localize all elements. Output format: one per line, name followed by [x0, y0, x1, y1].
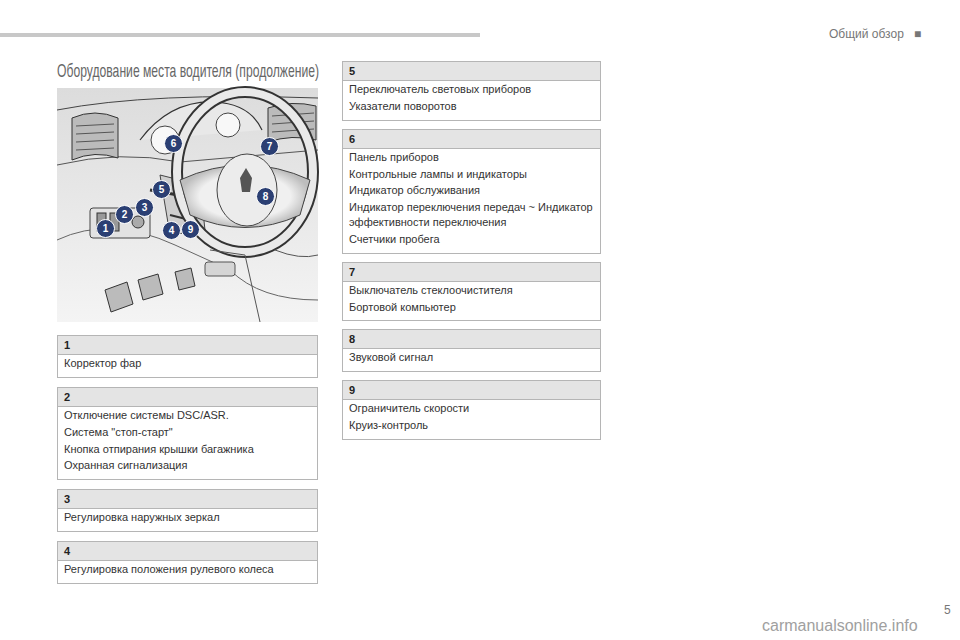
- box-number: 1: [58, 336, 317, 355]
- box-text: Указатели поворотов: [343, 98, 600, 120]
- box-text: Индикатор обслуживания: [343, 182, 600, 199]
- box-number: 6: [343, 130, 600, 149]
- box-text: Выключатель стеклоочистителя: [343, 282, 600, 299]
- info-box: 9Ограничитель скоростиКруиз-контроль: [342, 380, 601, 440]
- callout-number: 7: [260, 137, 279, 156]
- info-box: 7Выключатель стеклоочистителяБортовой ко…: [342, 262, 601, 322]
- box-text: Контрольные лампы и индикаторы: [343, 166, 600, 183]
- box-number: 8: [343, 330, 600, 349]
- box-text: Бортовой компьютер: [343, 299, 600, 321]
- callout-number: 1: [96, 219, 115, 238]
- box-text: Корректор фар: [58, 355, 317, 377]
- info-box: 3Регулировка наружных зеркал: [57, 489, 318, 532]
- section-header: ■: [914, 27, 921, 41]
- info-box: 4Регулировка положения рулевого колеса: [57, 541, 318, 584]
- dashboard-illustration: [57, 88, 318, 322]
- box-number: 5: [343, 62, 600, 81]
- info-box: 1Корректор фар: [57, 335, 318, 378]
- info-box: 6Панель приборовКонтрольные лампы и инди…: [342, 129, 601, 254]
- page-number: 5: [944, 603, 951, 617]
- box-number: 7: [343, 263, 600, 282]
- section-header: Общий обзор: [829, 27, 904, 41]
- callout-number: 2: [115, 205, 134, 224]
- info-box: 8Звуковой сигнал: [342, 329, 601, 372]
- box-text: Кнопка отпирания крышки багажника: [58, 441, 317, 458]
- box-number: 2: [58, 388, 317, 407]
- watermark: carmanualsonline.info: [762, 617, 918, 635]
- callout-number: 8: [256, 187, 275, 206]
- callout-number: 3: [135, 198, 154, 217]
- box-text: Счетчики пробега: [343, 231, 600, 253]
- box-text: Переключатель световых приборов: [343, 81, 600, 98]
- box-text: Звуковой сигнал: [343, 349, 600, 371]
- callout-number: 5: [152, 180, 171, 199]
- box-number: 9: [343, 381, 600, 400]
- box-text: Система "стоп-старт": [58, 424, 317, 441]
- page-title: Оборудование места водителя (продолжение…: [57, 60, 319, 82]
- callout-number: 6: [164, 134, 183, 153]
- box-text: Панель приборов: [343, 149, 600, 166]
- box-text: Круиз-контроль: [343, 417, 600, 439]
- box-number: 3: [58, 490, 317, 509]
- box-text: Охранная сигнализация: [58, 457, 317, 479]
- info-box: 5Переключатель световых приборовУказател…: [342, 61, 601, 121]
- box-text: Индикатор переключения передач ~ Индикат…: [343, 199, 600, 231]
- callout-number: 9: [181, 220, 200, 239]
- box-text: Регулировка наружных зеркал: [58, 509, 317, 531]
- box-text: Отключение системы DSC/ASR.: [58, 407, 317, 424]
- box-number: 4: [58, 542, 317, 561]
- callout-number: 4: [162, 221, 181, 240]
- box-text: Ограничитель скорости: [343, 400, 600, 417]
- box-text: Регулировка положения рулевого колеса: [58, 561, 317, 583]
- info-box: 2Отключение системы DSC/ASR.Система "сто…: [57, 387, 318, 480]
